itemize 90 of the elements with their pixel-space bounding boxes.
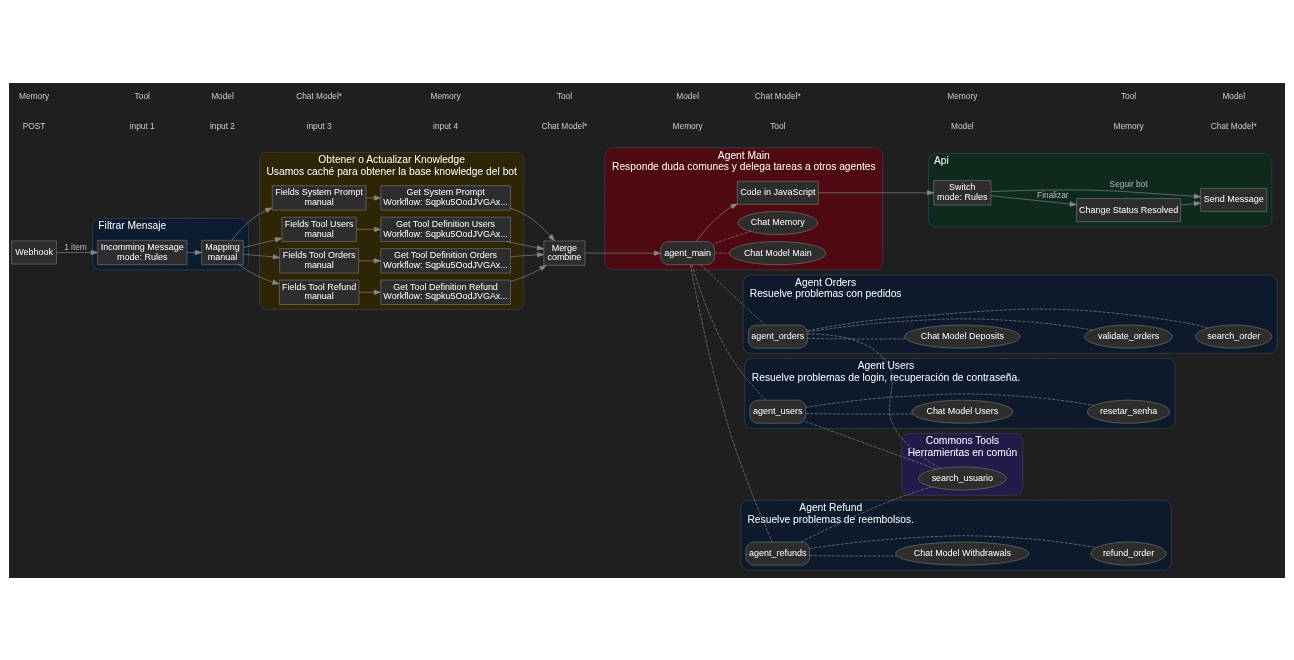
label: Memory <box>672 120 703 131</box>
edge-label: Finalizar <box>1037 189 1069 200</box>
connector <box>809 534 1097 549</box>
label: input 4 <box>433 120 459 131</box>
label: POST <box>22 120 46 131</box>
node-box: Incomming Message mode: Rules <box>97 239 188 265</box>
connector <box>807 333 941 469</box>
node-box: agent_users <box>749 399 807 424</box>
connector <box>700 263 765 325</box>
node-box: Get System Prompt Workflow: Sqpku5OodJVGAx... <box>380 184 511 210</box>
label: Tool <box>556 90 573 101</box>
node-ellipse: Chat Model Withdrawals <box>895 541 1030 565</box>
node-box: Webhook <box>11 240 57 264</box>
connector <box>809 554 898 556</box>
label: Tool <box>770 120 786 131</box>
arrow <box>510 264 547 282</box>
connector <box>807 337 906 339</box>
label: Tool <box>1120 90 1137 101</box>
label: Model <box>676 90 699 101</box>
node-box: Code in JavaScript <box>737 180 819 205</box>
node-box: Fields System Prompt manual <box>271 184 367 210</box>
node-box: Get Tool Definition Refund Workflow: Sqpku5OodJVGAx... <box>380 279 511 305</box>
node-box: Mapping manual <box>201 239 244 265</box>
node-ellipse: Chat Model Main <box>729 240 827 265</box>
arrow <box>365 194 382 200</box>
label: Chat Model* <box>296 90 343 101</box>
label: input 2 <box>210 120 236 131</box>
node-ellipse: Chat Model Deposits <box>904 324 1021 348</box>
connector <box>805 393 1095 408</box>
label: Chat Model* <box>541 120 588 131</box>
label: input 1 <box>129 120 155 131</box>
node-box: Change Status Resolved <box>1076 197 1181 222</box>
arrow <box>506 240 545 250</box>
connector <box>805 412 913 414</box>
label: Model <box>1222 90 1246 101</box>
node-box: Switch mode: Rules <box>933 179 992 205</box>
node-box: agent_main <box>660 240 715 265</box>
node-box: Get Tool Definition Orders Workflow: Sqpku5OodJVGAx... <box>380 247 511 273</box>
node-box: Get Tool Definition Users Workflow: Sqpku5OodJVGAx... <box>380 216 511 242</box>
node-ellipse: search_usuario <box>918 466 1007 490</box>
arrow <box>358 289 381 295</box>
connector <box>691 264 766 400</box>
label: Tool <box>134 90 150 101</box>
connector <box>805 420 937 469</box>
node-ellipse: validate_orders <box>1084 324 1173 348</box>
label: Memory <box>19 90 50 101</box>
node-box: Fields Tool Users manual <box>281 216 357 242</box>
arrow <box>356 226 382 232</box>
label: Chat Model* <box>1210 120 1257 131</box>
label: Memory <box>1113 120 1144 131</box>
arrow <box>358 257 381 263</box>
arrow <box>238 263 280 285</box>
label: Memory <box>430 90 461 101</box>
edge-label: Seguir bot <box>1109 178 1148 189</box>
node-ellipse: search_order <box>1195 324 1273 348</box>
connector <box>714 252 730 253</box>
arrow <box>56 249 98 255</box>
connector <box>807 317 1093 332</box>
arrow <box>695 203 738 242</box>
arrow <box>990 194 1077 207</box>
connector <box>800 486 933 542</box>
connector <box>714 230 751 244</box>
node-ellipse: resetar_senha <box>1087 399 1171 424</box>
arrow <box>990 189 1201 199</box>
label: Memory <box>947 90 978 101</box>
arrow <box>243 253 280 259</box>
node-box: agent_orders <box>747 324 808 348</box>
arrow <box>584 250 661 256</box>
label: Chat Model* <box>754 90 801 101</box>
arrow <box>243 236 283 248</box>
arrow <box>510 251 545 257</box>
node-box: Merge combine <box>543 240 586 266</box>
edge-label: 1 item <box>64 241 87 252</box>
connector <box>807 308 1209 331</box>
arrow <box>1180 200 1201 206</box>
node-box: Fields Tool Orders manual <box>279 247 359 273</box>
node-box: Fields Tool Refund manual <box>279 279 360 305</box>
node-box: agent_refunds <box>745 541 810 565</box>
arrow <box>186 249 202 255</box>
label: input 3 <box>306 120 332 131</box>
arrow <box>510 207 555 241</box>
node-ellipse: Chat Memory <box>737 210 818 235</box>
label: Model <box>950 120 974 131</box>
arrow <box>231 207 273 240</box>
arrow <box>818 189 934 195</box>
label: Model <box>211 90 234 101</box>
node-ellipse: refund_order <box>1090 541 1167 565</box>
connector <box>690 264 773 542</box>
node-ellipse: Chat Model Users <box>911 399 1014 424</box>
node-box: Send Message <box>1200 187 1268 212</box>
